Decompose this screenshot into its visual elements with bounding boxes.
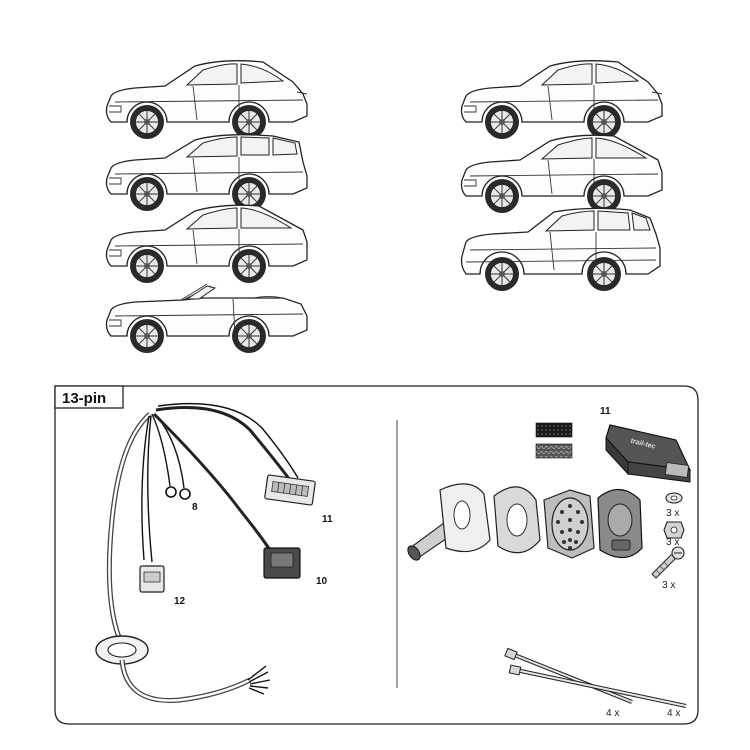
label-ring-terminals: 8 bbox=[192, 502, 198, 513]
bolt bbox=[651, 546, 685, 579]
cable-ties bbox=[504, 647, 687, 708]
connector-10 bbox=[263, 547, 301, 579]
wiring-harness: 8 11 10 12 bbox=[95, 402, 333, 703]
vehicle-sedan-right bbox=[462, 61, 663, 139]
label-connector-11: 11 bbox=[322, 514, 333, 525]
qty-washer: 3 x bbox=[666, 508, 679, 519]
label-connector-12: 12 bbox=[174, 596, 186, 607]
socket-cap bbox=[597, 488, 643, 559]
qty-bolt: 3 x bbox=[662, 580, 675, 591]
connector-11 bbox=[264, 474, 316, 506]
washer bbox=[665, 492, 683, 504]
vehicle-cabrio-left bbox=[107, 284, 308, 353]
label-connector-10: 10 bbox=[316, 576, 328, 587]
connector-12 bbox=[139, 565, 165, 593]
qty-nut: 3 x bbox=[666, 537, 679, 548]
vehicle-sportback-left bbox=[107, 205, 308, 283]
mounting-parts: trail-tec 11 bbox=[407, 406, 692, 719]
control-module-11: trail-tec bbox=[605, 424, 692, 483]
label-module-11: 11 bbox=[600, 406, 611, 417]
gasket-plate bbox=[439, 483, 491, 553]
loose-wire-ends bbox=[247, 665, 271, 695]
vehicle-sportback-right bbox=[462, 135, 663, 213]
vehicle-list bbox=[107, 61, 663, 353]
mounting-plate bbox=[493, 486, 541, 554]
vehicle-sedan-left bbox=[107, 61, 308, 139]
qty-tie-long: 4 x bbox=[667, 708, 680, 719]
kit-title-box bbox=[54, 385, 124, 409]
ring-terminals bbox=[165, 486, 191, 500]
velcro-loop-strip bbox=[535, 443, 573, 459]
nut bbox=[663, 521, 685, 539]
velcro-hook-strip bbox=[535, 422, 573, 438]
qty-tie-short: 4 x bbox=[606, 708, 619, 719]
kit-title: 13-pin bbox=[62, 390, 106, 407]
socket-body bbox=[543, 489, 595, 559]
vehicle-wagon-left bbox=[107, 135, 308, 211]
vehicle-suv-right bbox=[462, 208, 661, 291]
kit-panel: 13-pin bbox=[54, 385, 699, 725]
